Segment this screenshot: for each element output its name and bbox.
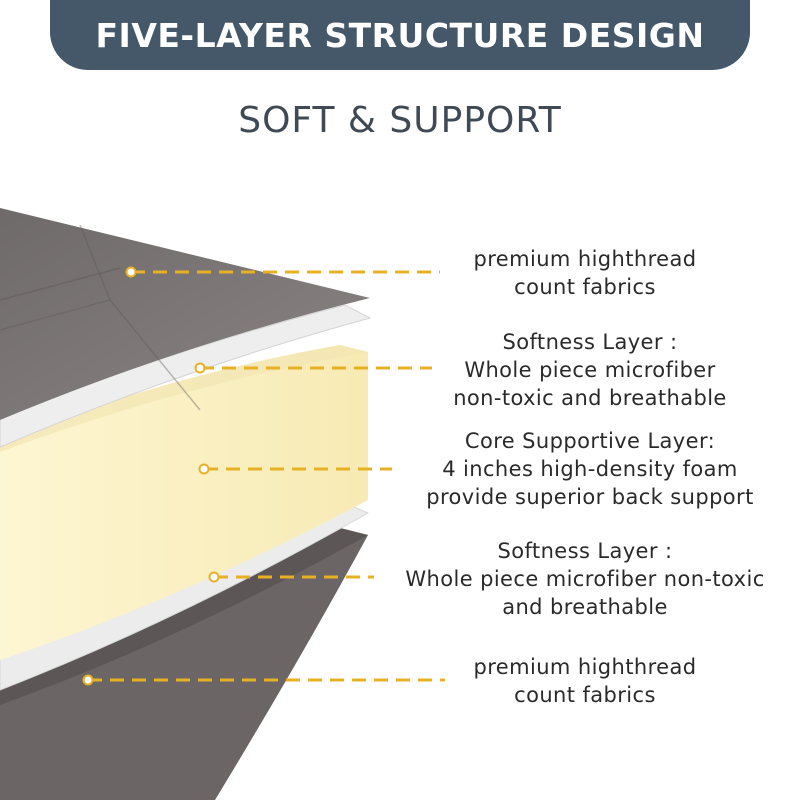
layer-label-core-support: Core Supportive Layer: 4 inches high-den… [426,429,754,509]
callout-dot-1 [125,266,137,278]
callout-dot-5 [82,674,94,686]
layer-label-top-fabric: premium highthread count fabrics [473,247,697,299]
layer-label-upper-softness: Softness Layer : Whole piece microfiber … [453,330,727,410]
callout-dot-3 [198,463,210,475]
bottom-fabric-layer [0,528,368,800]
callout-dot-4 [208,571,220,583]
layer-label-lower-softness: Softness Layer : Whole piece microfiber … [405,539,765,619]
page-title: FIVE-LAYER STRUCTURE DESIGN [95,15,705,55]
quilt-seam [79,224,201,411]
core-foam-layer [0,345,368,660]
quilt-seam [0,299,111,331]
title-banner: FIVE-LAYER STRUCTURE DESIGN [50,0,750,70]
top-fabric-layer [0,208,370,420]
foam-top-edge [0,345,368,452]
bottom-fabric-edge [0,528,368,705]
callout-dot-2 [194,362,206,374]
page-subtitle: SOFT & SUPPORT [238,100,562,141]
quilt-seam [0,267,121,301]
layer-label-bottom-fabric: premium highthread count fabrics [473,655,697,707]
